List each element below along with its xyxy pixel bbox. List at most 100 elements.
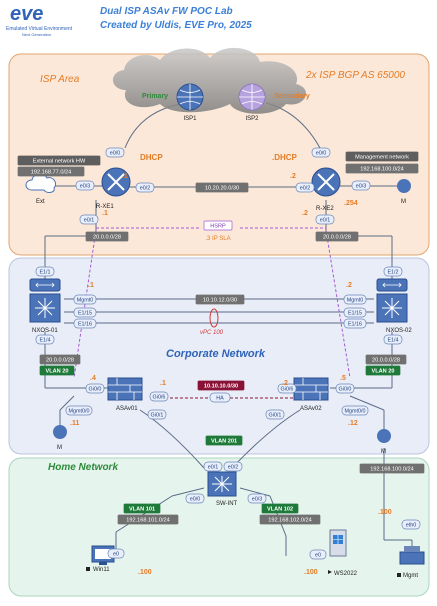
monitor-stand-icon [99, 562, 107, 565]
subnet102-text: 192.168.102.0/24 [268, 518, 312, 524]
ws2022-name: WS2022 [334, 571, 358, 577]
ext-node-label: Ext [36, 199, 45, 205]
mgmt-host[interactable]: Mgmt [397, 546, 425, 579]
nexus-star-icon [35, 298, 55, 318]
rxe2-dot254: .254 [344, 200, 358, 207]
isp1-node[interactable]: ISP1 [176, 83, 204, 122]
isp-bgp-note: 2x ISP BGP AS 65000 [305, 70, 405, 81]
nxos1-sub-text: 20.0.0.0/28 [46, 358, 74, 364]
nxos1-port-mgmt-bg [73, 294, 97, 305]
nxos-link-subnet-text: 10.10.12.0/30 [203, 298, 237, 304]
nxos1-dot: .1 [88, 282, 94, 289]
router-rxe2[interactable]: R-XE2 [311, 167, 341, 212]
mgmt-host-name: Mgmt [403, 573, 418, 579]
asa2-dot12: .12 [348, 420, 358, 427]
rxe1-port-e01: e0/1 [79, 214, 99, 225]
mgmt-subnet-bg [345, 163, 419, 174]
asa1-port-g00: Gi0/0 [85, 383, 105, 394]
vlan102: VLAN 102 [261, 503, 299, 514]
rxe2-port-e02-bg [295, 182, 315, 193]
terminal-icon [399, 551, 425, 565]
link-asa2-sw [231, 409, 301, 469]
asa1-port-g06-bg [149, 391, 169, 402]
monitor-screen-icon [95, 549, 111, 559]
mgmt-node-icon [53, 425, 67, 439]
ws-port-e0-text: e0 [315, 553, 321, 559]
ws2022-host[interactable]: WS2022 [328, 529, 358, 577]
switch-arrows-icon [382, 282, 402, 288]
mgmt-network-title: Management network [345, 151, 419, 162]
status-square-icon [397, 573, 401, 577]
vlan102-text: VLAN 102 [267, 507, 293, 513]
rxe2-port-e03: e0/3 [351, 180, 371, 191]
vlan102-bg [261, 503, 299, 514]
globe-icon-lines [239, 84, 265, 110]
asav01-firewall[interactable]: ASAv01 [107, 377, 143, 412]
router-name: R-XE2 [316, 206, 334, 212]
sw-port-e01-text: e0/1 [208, 465, 219, 471]
ip-sla-label: .3 IP SLA [205, 236, 230, 242]
vlan201: VLAN 201 [205, 435, 243, 446]
asa2-port-g01: Gi0/1 [265, 409, 285, 420]
nxos-01-switch[interactable]: NXOS-01 [29, 278, 61, 334]
vlan101-text: VLAN 101 [129, 507, 155, 513]
link-sw-win [115, 495, 173, 533]
mgmt-node[interactable]: M [397, 179, 411, 205]
asa1-port-g01: Gi0/1 [147, 409, 167, 420]
ext-cloud-node[interactable]: Ext [25, 173, 57, 205]
left-28-subnet: 20.0.0.0/28 [85, 231, 129, 242]
hsrp-dashed-links [73, 227, 351, 379]
ha-label: HA [209, 392, 231, 403]
asav02-name: ASAv02 [300, 406, 322, 412]
asa1-dot11: .11 [70, 420, 79, 427]
nxos2-port-e14: E1/4 [383, 334, 403, 345]
rxe1-dot1: .1 [122, 173, 128, 180]
link-sw-e00 [171, 487, 205, 497]
rxe1-dhcp: DHCP [140, 153, 163, 162]
rxe1-dot1b: .1 [102, 210, 108, 217]
asa2-dot2: .2 [282, 380, 288, 387]
sw-port-e03-bg [247, 493, 267, 504]
asa2-mgmt-node[interactable]: M [377, 429, 391, 455]
rxe1-port-e02-bg [135, 182, 155, 193]
ext-network-title-bg [17, 155, 101, 166]
nxos2-port-e115-bg [343, 307, 367, 318]
ha-label-text: HA [216, 396, 224, 402]
sw-port-e02: e0/2 [223, 461, 243, 472]
sw-int-switch[interactable]: SW-INT [207, 471, 238, 507]
nxos1-port-e115: E1/15 [73, 307, 97, 318]
diagram-subtitle: Created by Uldis, EVE Pro, 2025 [100, 20, 252, 31]
asa2-dot5: .5 [340, 375, 346, 382]
rxe-link-subnet-text: 10.20.20.0/30 [205, 186, 239, 192]
nxos1-port-e14-text: E1/4 [39, 338, 50, 344]
rxe2-port-e02: e0/2 [295, 182, 315, 193]
ext-subnet: 192.168.77.0/24 [17, 166, 85, 177]
asa1-mgmt-label: M [57, 445, 62, 451]
diagram-title: Dual ISP ASAv FW POC Lab [100, 6, 233, 17]
nxos-02-switch[interactable]: NXOS-02 [376, 278, 412, 334]
secondary-label: Secondary [274, 93, 310, 100]
asa1-port-g01-bg [147, 409, 167, 420]
nxos1-port-e115-bg [73, 307, 97, 318]
isp2-node[interactable]: ISP2 [238, 83, 266, 122]
subnet102: 192.168.102.0/24 [259, 514, 321, 525]
firewall-brick-icon [294, 378, 328, 400]
nxos1-port-e11-text: E1/1 [39, 270, 50, 276]
firewall-icon [107, 377, 143, 401]
nxos1-sub-bg [39, 354, 81, 365]
asa2-port-g06-text: Gi0/6 [281, 387, 294, 393]
terminal-top-icon [404, 546, 420, 552]
rxe2-port-e00: e0/0 [311, 147, 331, 158]
router-rxe1[interactable]: R-XE1 [96, 167, 131, 210]
sw-port-e00-text: e0/0 [190, 497, 201, 503]
rxe2-port-e03-text: e0/3 [356, 184, 367, 190]
ext-network-title: External network HW [17, 155, 101, 166]
nxos2-port-e12: E1/2 [383, 266, 403, 277]
asav01-name: ASAv01 [116, 406, 138, 412]
firewall-brick-icon [108, 378, 142, 400]
nxos2-port-e115-text: E1/15 [348, 311, 362, 317]
right-28-subnet: 20.0.0.0/28 [315, 231, 359, 242]
asa1-mgmt-node[interactable]: M [53, 425, 67, 451]
asav02-firewall[interactable]: ASAv02 [293, 377, 329, 412]
mgmt-node-icon [377, 429, 391, 443]
